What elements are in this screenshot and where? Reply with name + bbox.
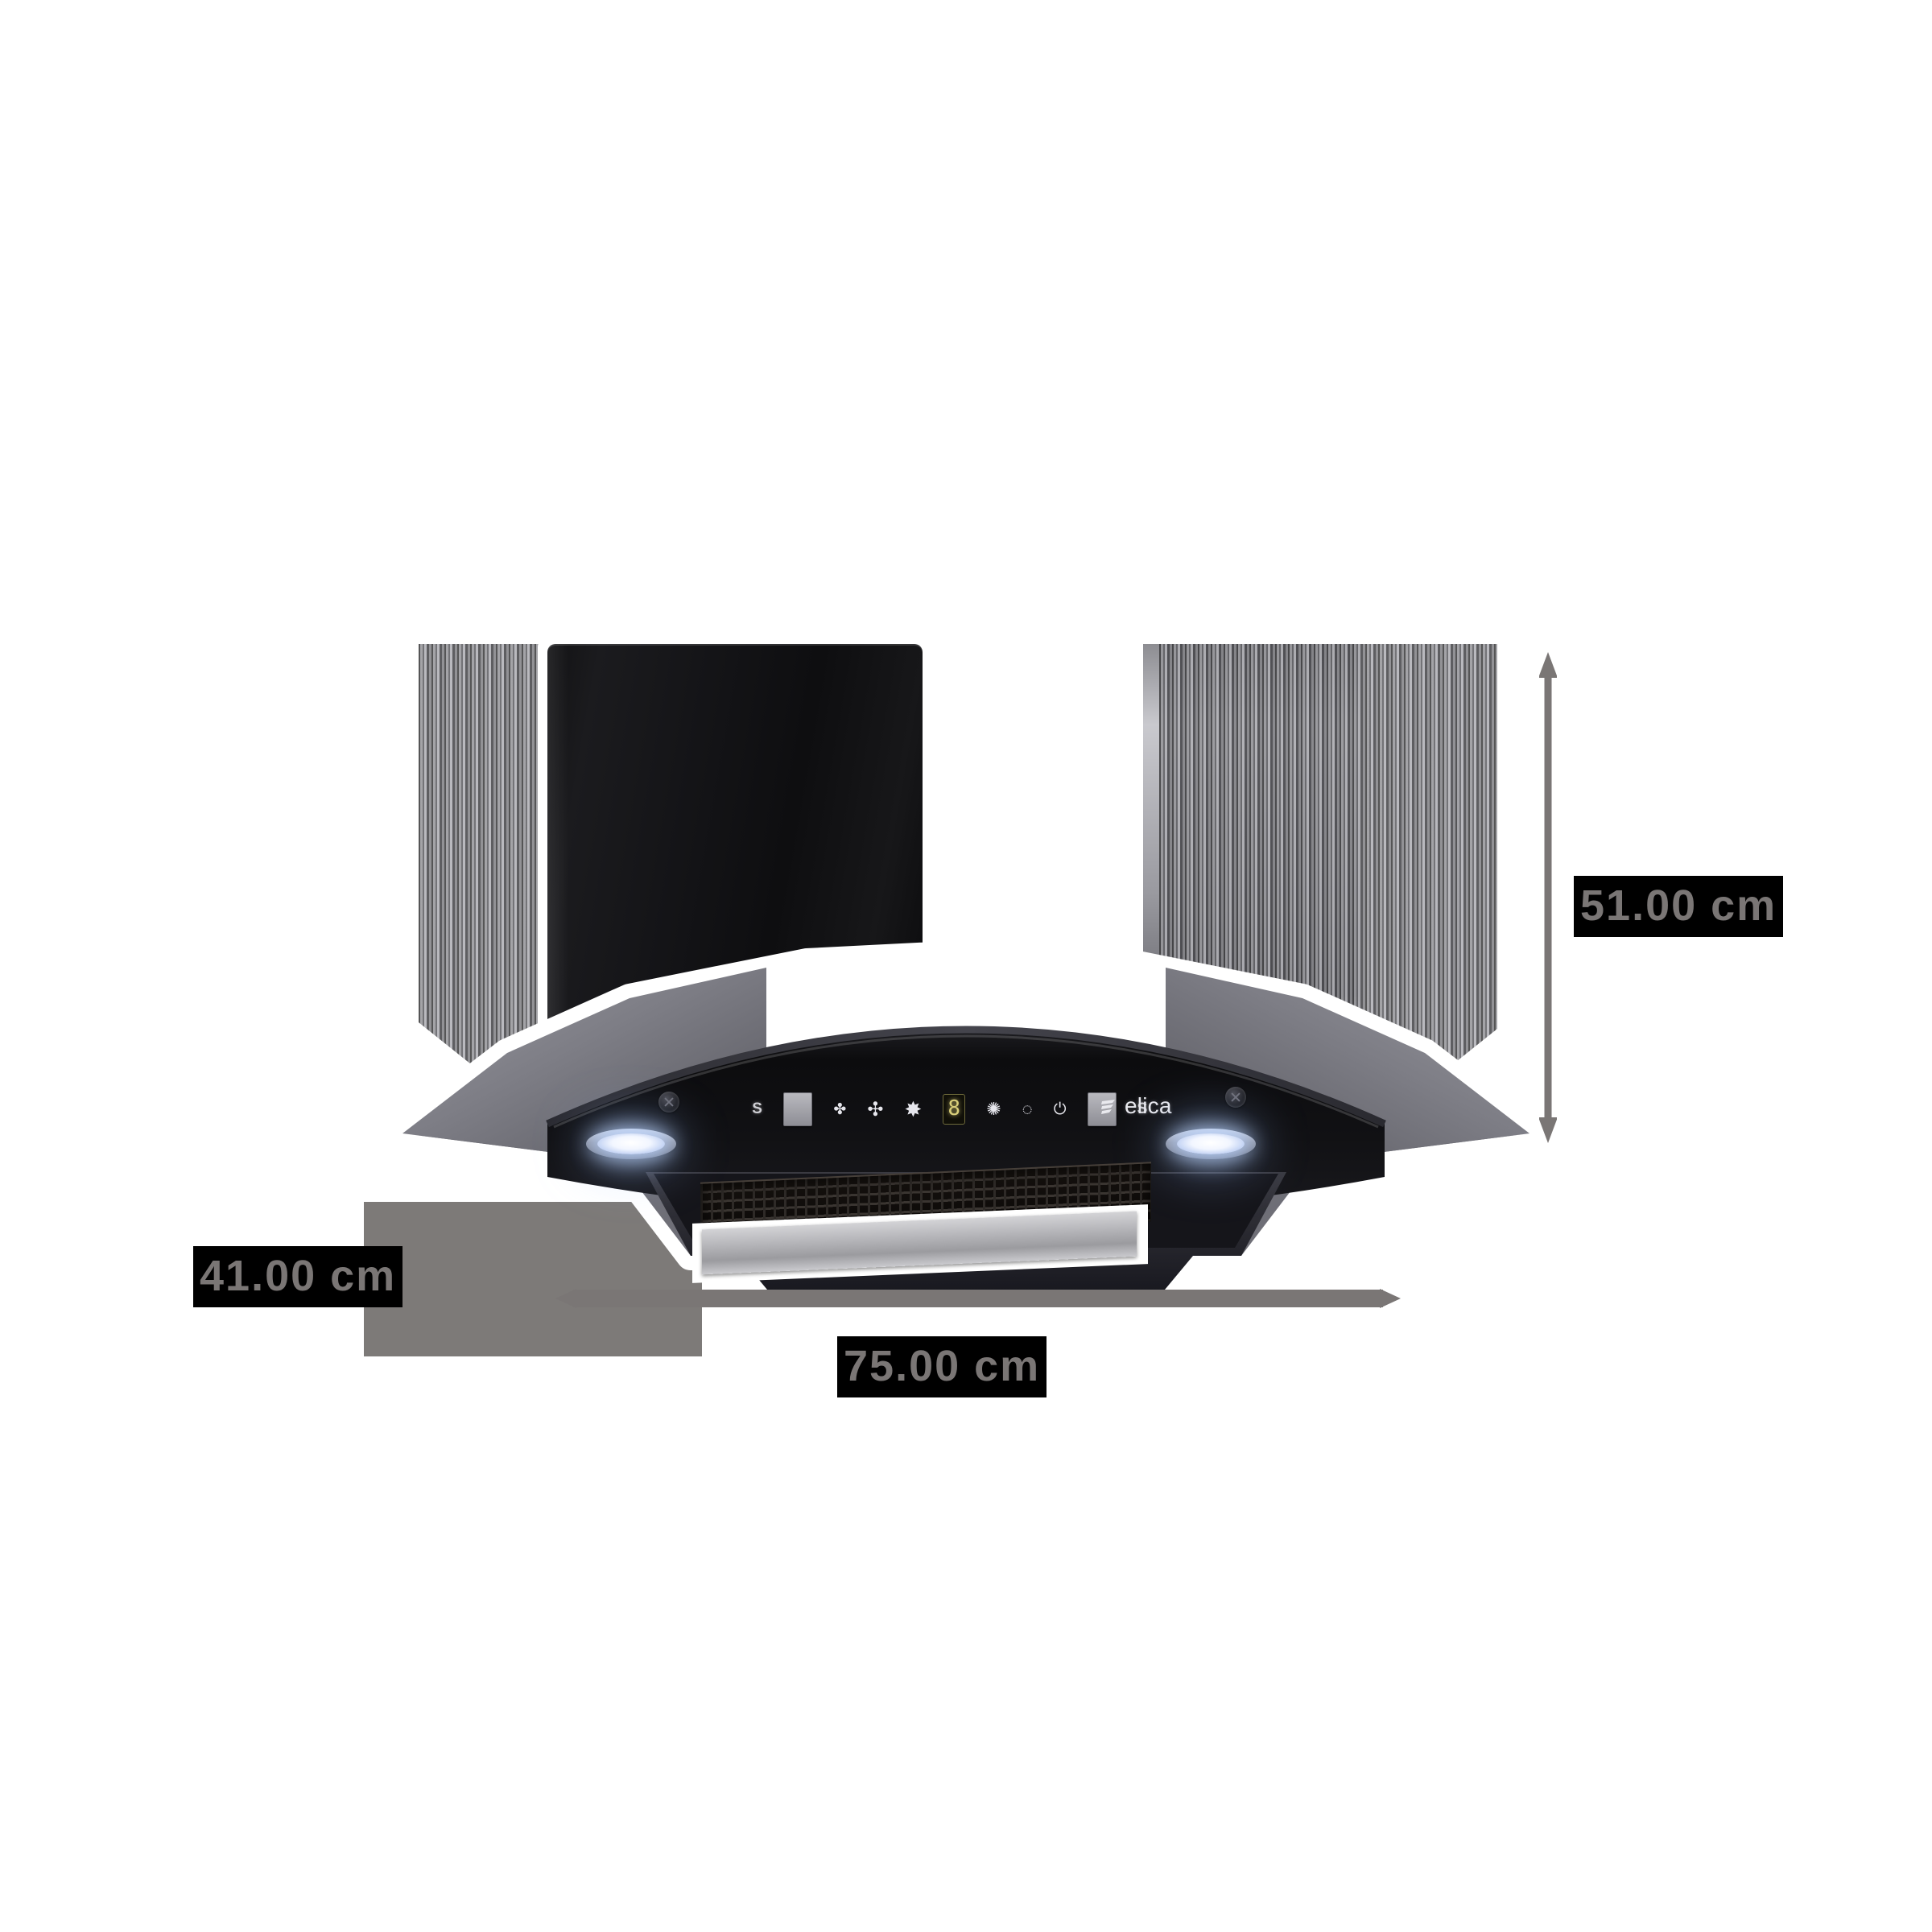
height-dimension-label: 51.00 cm [1574, 876, 1784, 937]
width-dimension-label: 75.00 cm [837, 1336, 1047, 1397]
width-dimension-arrow [555, 1288, 1401, 1309]
depth-reference-block [364, 1202, 702, 1356]
brand-name: elica [1125, 1093, 1172, 1118]
height-dimension-arrow [1539, 652, 1557, 1143]
screw-left-icon [658, 1092, 679, 1113]
elica-mark-icon [1101, 1100, 1115, 1114]
depth-dimension-label: 41.00 cm [193, 1246, 403, 1307]
screw-right-icon [1225, 1087, 1246, 1108]
led-lamp-left [586, 1129, 676, 1159]
brand-logo: elica [1100, 1093, 1172, 1119]
led-lamp-right [1166, 1129, 1256, 1159]
chimney-hood-product: S ✤ ✣ ✸ 8 ✺ ◌ ⏻ S elica [388, 636, 1544, 1304]
